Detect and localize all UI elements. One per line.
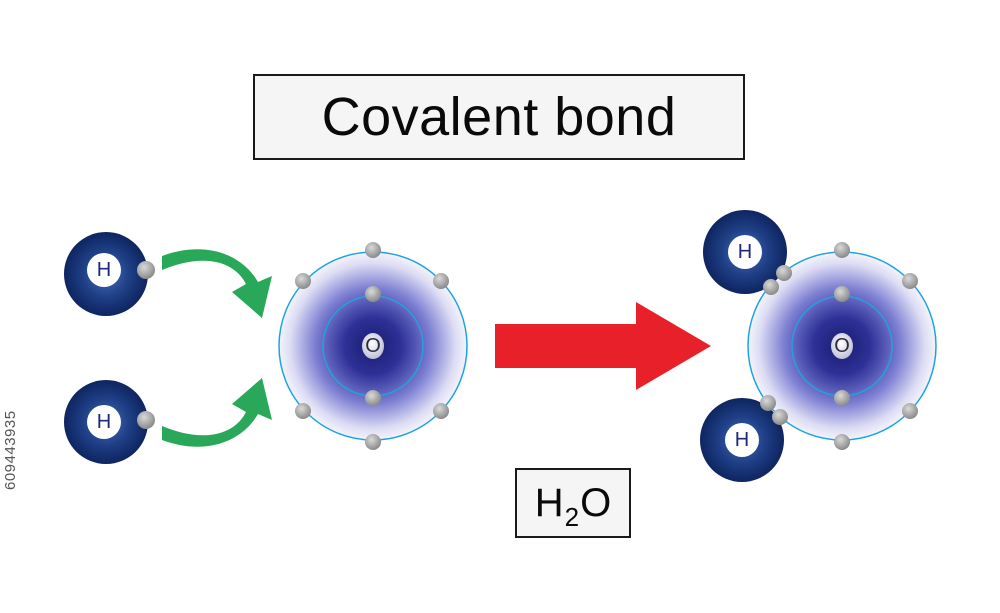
hydrogen-label: H	[97, 411, 111, 433]
electron	[365, 434, 381, 450]
electron	[776, 265, 792, 281]
oxygen-label: O	[834, 335, 850, 357]
formula-subscript: 2	[564, 501, 580, 532]
electron	[834, 390, 850, 406]
electron	[295, 273, 311, 289]
formula-tail: O	[580, 480, 612, 525]
title-text: Covalent bond	[321, 87, 677, 147]
hydrogen-atom-icon: H	[64, 380, 155, 464]
electron	[834, 242, 850, 258]
electron	[365, 390, 381, 406]
electron	[433, 403, 449, 419]
electron	[763, 279, 779, 295]
diagram-title: Covalent bond	[253, 74, 745, 160]
electron	[365, 242, 381, 258]
reaction-arrow-icon	[495, 302, 711, 390]
electron	[760, 395, 776, 411]
electron	[772, 409, 788, 425]
bond-arrow-icon	[162, 249, 272, 318]
formula-main: H	[534, 480, 564, 525]
electron	[433, 273, 449, 289]
oxygen-atom-icon: O	[747, 242, 937, 450]
electron	[365, 286, 381, 302]
hydrogen-atom-icon: H	[703, 210, 792, 295]
electron	[902, 403, 918, 419]
hydrogen-label: H	[735, 429, 749, 451]
electron	[295, 403, 311, 419]
electron	[137, 411, 155, 429]
electron	[137, 261, 155, 279]
hydrogen-atom-icon: H	[64, 232, 155, 316]
electron	[834, 286, 850, 302]
electron	[902, 273, 918, 289]
electron	[834, 434, 850, 450]
hydrogen-label: H	[738, 241, 752, 263]
bond-arrow-icon	[162, 378, 272, 447]
oxygen-atom-icon: O	[278, 242, 468, 450]
oxygen-label: O	[365, 335, 381, 357]
hydrogen-atom-icon: H	[700, 395, 788, 482]
hydrogen-label: H	[97, 259, 111, 281]
